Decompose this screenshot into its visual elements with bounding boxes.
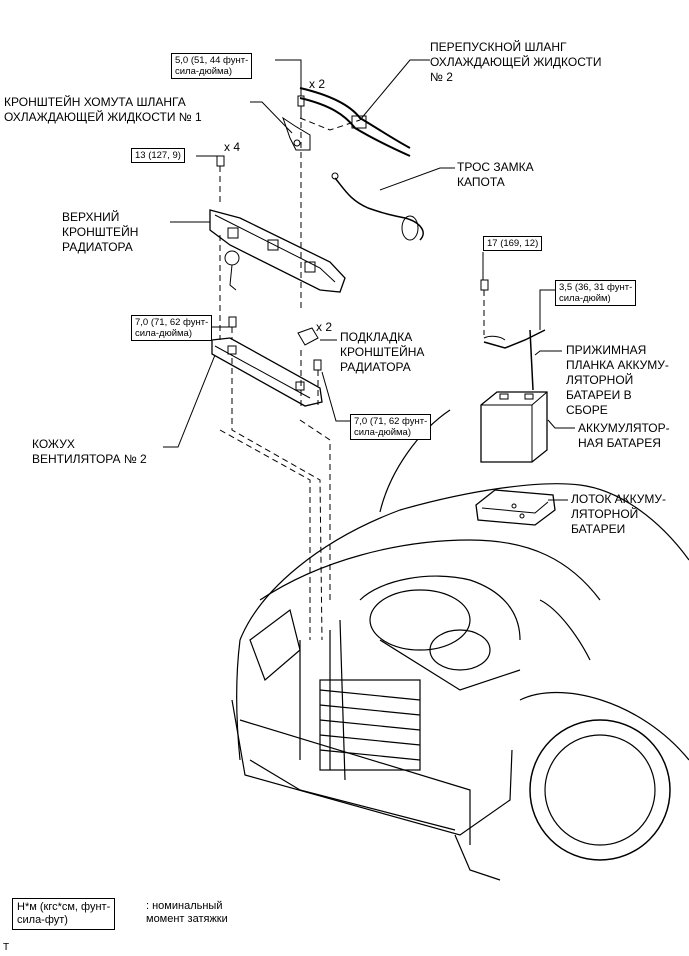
legend-meaning: : номинальный момент затяжки — [146, 900, 228, 925]
battery-drawing — [480, 391, 548, 463]
corner-mark: T — [3, 942, 10, 953]
radiator-bracket-pad-drawing — [297, 327, 319, 346]
torque-box-3-5: 3,5 (36, 31 фунт- сила-дюйм) — [555, 280, 637, 306]
car-front-drawing — [231, 409, 689, 881]
hood-lock-cable-label: ТРОС ЗАМКА КАПОТА — [457, 160, 534, 189]
radiator-bracket-pad-label: ПОДКЛАДКА КРОНШТЕЙНА РАДИАТОРА — [340, 330, 425, 374]
multiplier-x2-top: x 2 — [309, 77, 326, 91]
torque-box-7-0-right: 7,0 (71, 62 фунт- сила-дюйма) — [350, 414, 432, 440]
hose-clamp-bracket-drawing — [282, 116, 311, 151]
battery-label: АККУМУЛЯТОР- НАЯ БАТАРЕЯ — [578, 421, 670, 450]
fan-shroud-drawing — [211, 337, 323, 407]
multiplier-x2-pad: x 2 — [316, 320, 333, 334]
bolts — [216, 95, 489, 371]
battery-tray-drawing — [475, 489, 556, 526]
hose-clamp-bracket-label: КРОНШТЕЙН ХОМУТА ШЛАНГА ОХЛАЖДАЮЩЕЙ ЖИДК… — [4, 95, 202, 124]
fan-shroud-label: КОЖУХ ВЕНТИЛЯТОРА № 2 — [32, 437, 147, 466]
torque-box-5-0: 5,0 (51, 44 фунт- сила-дюйма) — [171, 53, 253, 79]
battery-clamp-label: ПРИЖИМНАЯ ПЛАНКА АККУМУ- ЛЯТОРНОЙ БАТАРЕ… — [566, 343, 669, 417]
torque-box-13: 13 (127, 9) — [131, 148, 185, 163]
torque-box-7-0-left: 7,0 (71, 62 фунт- сила-дюйма) — [131, 315, 213, 341]
bypass-hose-drawing — [299, 87, 411, 157]
battery-tray-label: ЛОТОК АККУМУ- ЛЯТОРНОЙ БАТАРЕИ — [571, 492, 667, 536]
upper-radiator-bracket-drawing — [209, 209, 346, 293]
guide-lines — [219, 112, 485, 641]
leader-lines — [163, 59, 575, 501]
multiplier-x4: x 4 — [224, 140, 241, 154]
torque-box-17: 17 (169, 12) — [483, 236, 543, 251]
hood-lock-cable-drawing — [331, 172, 424, 241]
legend-units-box: Н*м (кгс*см, фунт- сила-фут) — [12, 898, 116, 930]
bypass-hose-label: ПЕРЕПУСКНОЙ ШЛАНГ ОХЛАЖДАЮЩЕЙ ЖИДКОСТИ №… — [430, 40, 602, 84]
upper-radiator-bracket-label: ВЕРХНИЙ КРОНШТЕЙН РАДИАТОРА — [62, 210, 139, 254]
battery-clamp-drawing — [483, 329, 546, 391]
